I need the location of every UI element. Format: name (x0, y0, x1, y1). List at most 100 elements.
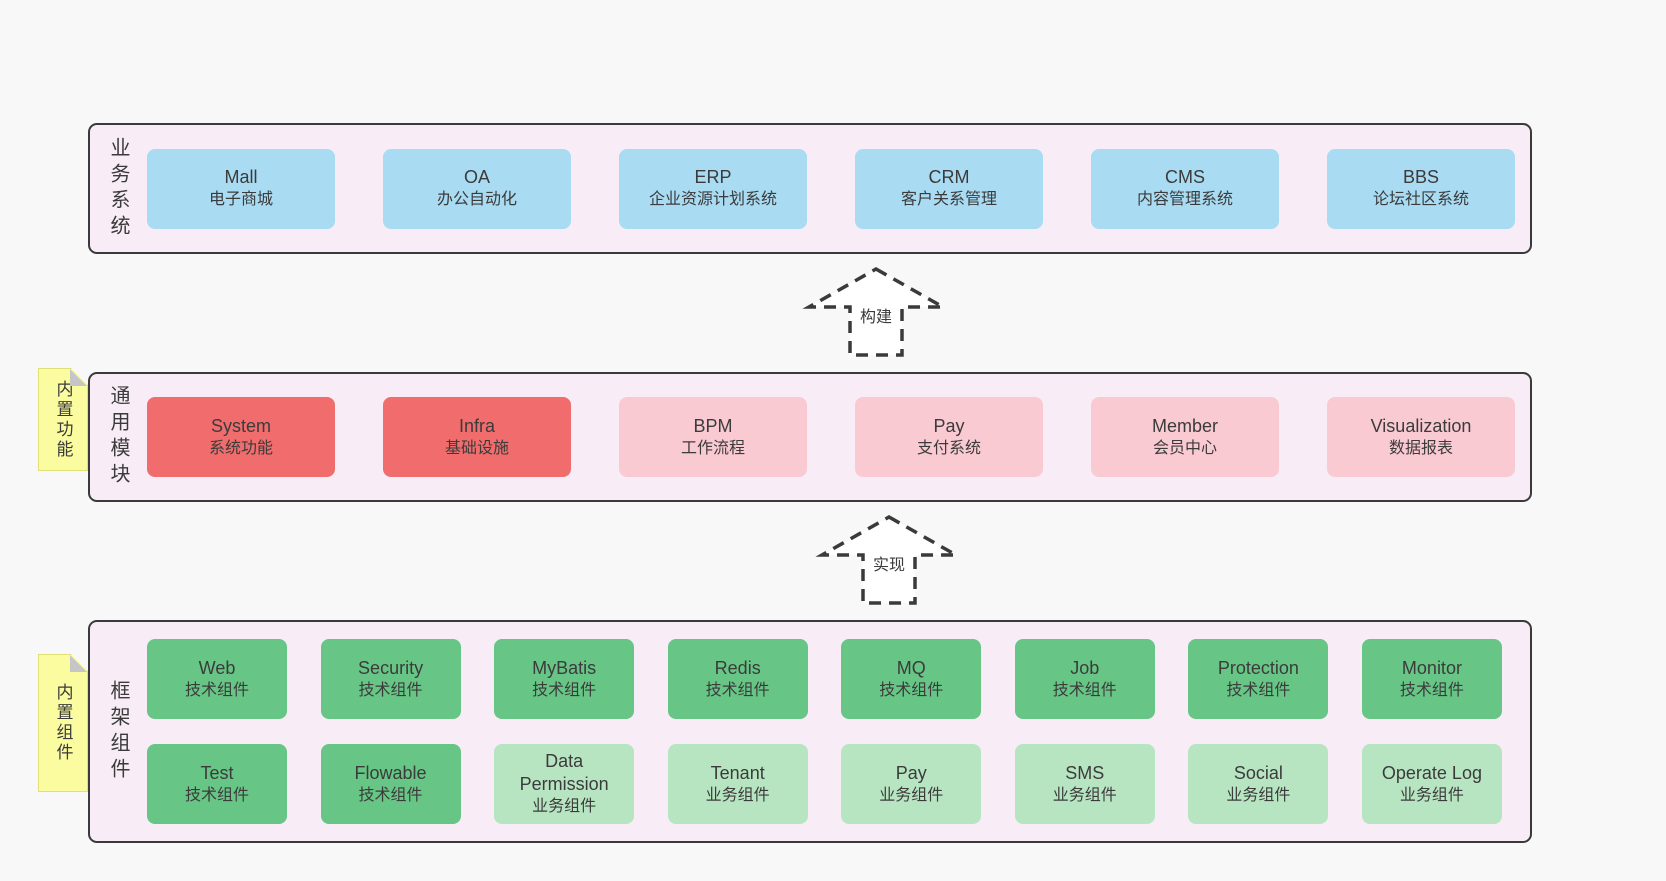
box-subtitle: 业务组件 (705, 786, 770, 804)
box-subtitle: 电子商城 (208, 191, 273, 209)
box-cms: CMS 内容管理系统 (1091, 148, 1279, 229)
box-subtitle: 技术组件 (1399, 681, 1464, 699)
box-test: Test 技术组件 (147, 744, 287, 824)
folded-corner-icon (70, 369, 87, 386)
box-title: SMS (1065, 762, 1105, 783)
box-subtitle: 论坛社区系统 (1372, 191, 1469, 209)
box-redis: Redis 技术组件 (667, 639, 808, 719)
sticky-note-builtin-components: 内置组件 (38, 654, 88, 792)
folded-corner-icon (70, 655, 87, 672)
box-subtitle: 业务组件 (1226, 786, 1291, 804)
sticky-note-label: 内置功能 (53, 379, 73, 460)
box-infra: Infra 基础设施 (383, 397, 571, 477)
panel-framework-components: 框架组件 Web 技术组件 Security 技术组件 MyBatis 技术组件… (88, 620, 1532, 843)
box-title: MyBatis (532, 657, 597, 678)
box-bbs: BBS 论坛社区系统 (1327, 148, 1515, 229)
box-social: Social 业务组件 (1188, 744, 1329, 824)
box-security: Security 技术组件 (320, 639, 461, 719)
box-flowable: Flowable 技术组件 (320, 744, 461, 824)
arrow-label: 构建 (860, 308, 892, 326)
box-title: BBS (1402, 167, 1440, 188)
box-subtitle: 技术组件 (358, 786, 423, 804)
box-tenant: Tenant 业务组件 (667, 744, 808, 824)
box-member: Member 会员中心 (1091, 397, 1279, 477)
box-subtitle: 技术组件 (1052, 681, 1117, 699)
box-title: Monitor (1401, 657, 1462, 678)
box-bpm: BPM 工作流程 (619, 397, 807, 477)
box-subtitle: 技术组件 (532, 681, 597, 699)
box-oa: OA 办公自动化 (383, 148, 571, 229)
box-subtitle: 工作流程 (680, 439, 745, 457)
box-subtitle: 内容管理系统 (1136, 191, 1233, 209)
box-subtitle: 技术组件 (184, 681, 249, 699)
box-mq: MQ 技术组件 (841, 639, 982, 719)
box-subtitle: 数据报表 (1388, 439, 1453, 457)
box-row: Web 技术组件 Security 技术组件 MyBatis 技术组件 Redi… (147, 639, 1502, 719)
box-visualization: Visualization 数据报表 (1327, 397, 1515, 477)
box-title: CMS (1165, 167, 1205, 188)
box-pay-component: Pay 业务组件 (841, 744, 982, 824)
box-title: ERP (694, 167, 732, 188)
box-subtitle: 技术组件 (705, 681, 770, 699)
box-title: CRM (928, 167, 970, 188)
box-title: Job (1070, 657, 1100, 678)
box-title: System (210, 415, 271, 436)
box-title: Redis (714, 657, 761, 678)
box-subtitle: 业务组件 (1399, 786, 1464, 804)
box-subtitle: 系统功能 (208, 439, 273, 457)
box-mybatis: MyBatis 技术组件 (494, 639, 635, 719)
box-subtitle: 技术组件 (1226, 681, 1291, 699)
box-title: Mall (224, 167, 258, 188)
box-subtitle: 支付系统 (916, 439, 981, 457)
box-subtitle: 技术组件 (184, 786, 249, 804)
box-title: Pay (895, 762, 927, 783)
box-job: Job 技术组件 (1014, 639, 1155, 719)
panel-label-framework-components: 框架组件 (107, 679, 129, 784)
box-erp: ERP 企业资源计划系统 (619, 148, 807, 229)
box-subtitle: 企业资源计划系统 (648, 191, 777, 209)
box-title: OA (463, 167, 490, 188)
box-pay-module: Pay 支付系统 (855, 397, 1043, 477)
box-title: BPM (693, 415, 733, 436)
box-title: Web (198, 657, 236, 678)
dashed-up-arrow-build: 构建 (802, 266, 950, 357)
box-subtitle: 办公自动化 (436, 191, 517, 209)
box-subtitle: 技术组件 (879, 681, 944, 699)
box-title: Pay (933, 415, 965, 436)
box-title: Tenant (710, 762, 765, 783)
box-title: Test (200, 762, 234, 783)
arrow-outline (815, 514, 963, 605)
box-subtitle: 业务组件 (532, 798, 597, 816)
box-system: System 系统功能 (147, 397, 335, 477)
box-operate-log: Operate Log 业务组件 (1361, 744, 1502, 824)
panel-business-systems: 业务系统 Mall 电子商城 OA 办公自动化 ERP 企业资源计划系统 CRM… (88, 123, 1532, 254)
box-title: Protection (1217, 657, 1299, 678)
box-row: Mall 电子商城 OA 办公自动化 ERP 企业资源计划系统 CRM 客户关系… (147, 125, 1515, 252)
panel-label-business-systems: 业务系统 (107, 136, 129, 241)
box-sms: SMS 业务组件 (1014, 744, 1155, 824)
box-subtitle: 客户关系管理 (900, 191, 997, 209)
box-subtitle: 技术组件 (358, 681, 423, 699)
box-data-permission: Data Permission 业务组件 (494, 744, 635, 824)
box-title: Visualization (1370, 415, 1472, 436)
panel-common-modules: 通用模块 System 系统功能 Infra 基础设施 BPM 工作流程 Pay… (88, 372, 1532, 502)
box-row: System 系统功能 Infra 基础设施 BPM 工作流程 Pay 支付系统… (147, 374, 1515, 500)
box-subtitle: 基础设施 (444, 439, 509, 457)
box-rows: Web 技术组件 Security 技术组件 MyBatis 技术组件 Redi… (147, 639, 1502, 824)
box-title: MQ (896, 657, 926, 678)
sticky-note-builtin-features: 内置功能 (38, 368, 88, 471)
arrow-label: 实现 (873, 556, 905, 574)
box-mall: Mall 电子商城 (147, 148, 335, 229)
panel-label-common-modules: 通用模块 (107, 385, 129, 489)
box-crm: CRM 客户关系管理 (855, 148, 1043, 229)
box-title: Data Permission (519, 751, 609, 795)
box-subtitle: 会员中心 (1152, 439, 1217, 457)
box-protection: Protection 技术组件 (1188, 639, 1329, 719)
box-title: Flowable (354, 762, 427, 783)
box-title: Operate Log (1381, 762, 1482, 783)
box-row: Test 技术组件 Flowable 技术组件 Data Permission … (147, 744, 1502, 824)
box-title: Infra (458, 415, 496, 436)
box-monitor: Monitor 技术组件 (1361, 639, 1502, 719)
dashed-up-arrow-implement: 实现 (815, 514, 963, 605)
